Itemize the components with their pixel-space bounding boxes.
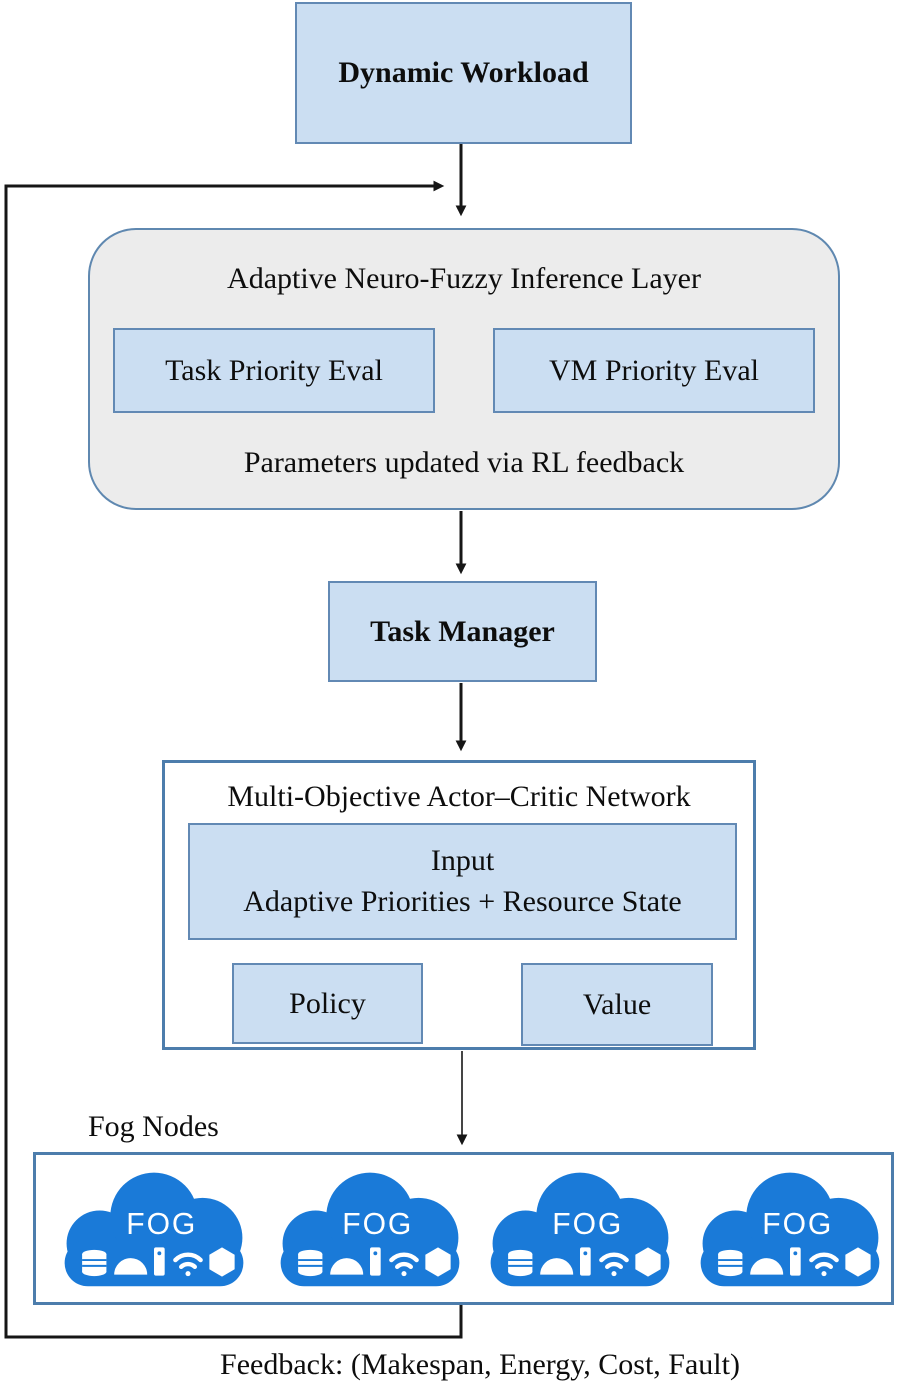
network-input-title: Input	[430, 844, 495, 877]
cloud-device-icons	[298, 1247, 451, 1277]
cloud-shape	[700, 1172, 880, 1287]
anfis-rl-feedback-note: Parameters updated via RL feedback	[243, 446, 685, 479]
value-label: Value	[582, 987, 652, 1021]
cloud-device-icons	[508, 1247, 661, 1277]
policy-box: Policy	[232, 963, 423, 1044]
task-manager-box: Task Manager	[328, 581, 597, 682]
policy-label: Policy	[289, 986, 366, 1020]
network-input-box: Input Adaptive Priorities + Resource Sta…	[188, 823, 737, 940]
wifi-icon	[173, 1252, 203, 1277]
database-icon	[82, 1249, 107, 1277]
fog-cloud-node: FOG	[272, 1160, 468, 1296]
dynamic-workload-box: Dynamic Workload	[295, 2, 632, 144]
actor-critic-network-title: Multi-Objective Actor–Critic Network	[227, 780, 691, 813]
fog-cloud-label: FOG	[762, 1208, 833, 1241]
database-icon	[718, 1249, 743, 1277]
fog-cloud-icon: FOG	[490, 1172, 670, 1287]
fog-cloud-icon: FOG	[64, 1172, 244, 1287]
database-icon	[508, 1249, 533, 1277]
database-icon	[298, 1249, 323, 1277]
vm-priority-eval-label: VM Priority Eval	[549, 353, 759, 387]
fog-nodes-section-label: Fog Nodes	[88, 1110, 219, 1143]
server-icon	[154, 1247, 165, 1276]
fog-cloud-node: FOG	[56, 1160, 252, 1296]
dome-icon	[114, 1258, 148, 1275]
hexagon-icon	[635, 1247, 661, 1277]
cloud-device-icons	[82, 1247, 235, 1277]
hexagon-icon	[425, 1247, 451, 1277]
fog-cloud-label: FOG	[126, 1208, 197, 1241]
fog-cloud-icon: FOG	[700, 1172, 880, 1287]
hexagon-icon	[845, 1247, 871, 1277]
dome-icon	[330, 1258, 364, 1275]
server-icon	[580, 1247, 591, 1276]
anfis-layer-title: Adaptive Neuro-Fuzzy Inference Layer	[227, 262, 701, 295]
dome-icon	[540, 1258, 574, 1275]
fog-cloud-icon: FOG	[280, 1172, 460, 1287]
dynamic-workload-label: Dynamic Workload	[338, 56, 589, 89]
vm-priority-eval-box: VM Priority Eval	[493, 328, 815, 413]
fog-cloud-node: FOG	[692, 1160, 888, 1296]
wifi-icon	[389, 1252, 419, 1277]
wifi-icon	[809, 1252, 839, 1277]
cloud-device-icons	[718, 1247, 871, 1277]
feedback-label: Feedback: (Makespan, Energy, Cost, Fault…	[220, 1348, 740, 1381]
wifi-icon	[599, 1252, 629, 1277]
fog-cloud-label: FOG	[552, 1208, 623, 1241]
server-icon	[790, 1247, 801, 1276]
server-icon	[370, 1247, 381, 1276]
task-priority-eval-label: Task Priority Eval	[165, 353, 383, 387]
hexagon-icon	[209, 1247, 235, 1277]
value-box: Value	[521, 963, 713, 1046]
network-input-subtitle: Adaptive Priorities + Resource State	[243, 884, 682, 918]
fog-cloud-node: FOG	[482, 1160, 678, 1296]
dome-icon	[750, 1258, 784, 1275]
fog-cloud-label: FOG	[342, 1208, 413, 1241]
task-manager-label: Task Manager	[370, 614, 555, 648]
task-priority-eval-box: Task Priority Eval	[113, 328, 435, 413]
